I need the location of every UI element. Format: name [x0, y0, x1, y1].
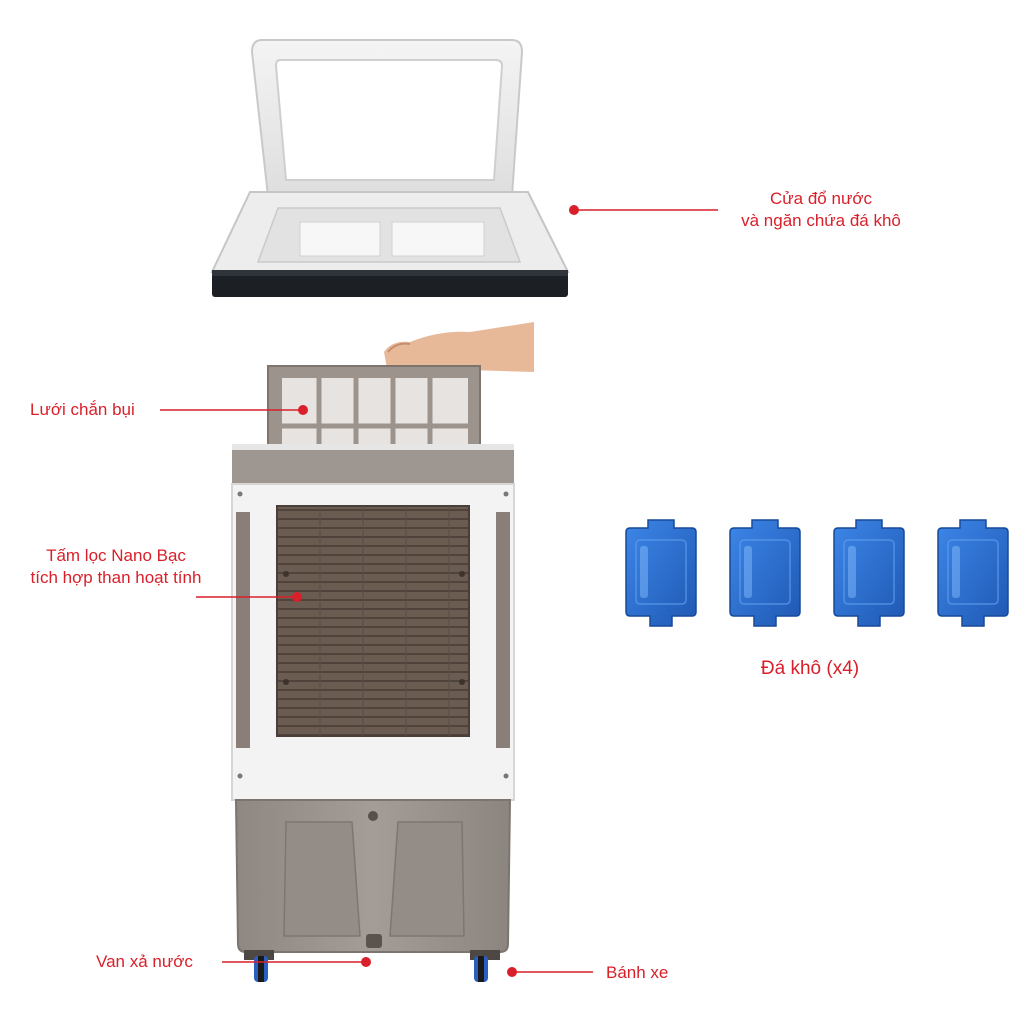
water-inlet-lid: [210, 39, 570, 297]
callout-dust-net-pointer: [160, 405, 308, 415]
callout-drain-valve-label: Van xả nước: [96, 951, 193, 973]
callout-nano-filter-line-1: Tấm lọc Nano Bạc: [46, 546, 186, 565]
callout-lid-pointer: [569, 205, 718, 215]
water-tank: [234, 799, 512, 953]
wheels: [244, 950, 500, 982]
drain-valve: [366, 934, 382, 948]
callout-lid-line-1: Cửa đổ nước: [770, 189, 872, 208]
callout-dust-net-label: Lưới chắn bụi: [30, 399, 135, 421]
callout-lid-line-2: và ngăn chứa đá khô: [741, 211, 901, 230]
callout-drain-valve-pointer: [222, 957, 371, 967]
ice-pack-3: [833, 519, 905, 627]
ice-pack-4: [937, 519, 1009, 627]
callout-wheels-line-1: Bánh xe: [606, 963, 669, 982]
callout-nano-filter-line-2: tích hợp than hoạt tính: [30, 568, 202, 587]
nano-silver-filter: [276, 505, 470, 737]
ice-pack-group: [625, 519, 1009, 627]
callout-drain-valve-line-1: Van xả nước: [96, 952, 193, 971]
ice-pack-1: [625, 519, 697, 627]
ice-pack-2: [729, 519, 801, 627]
callout-wheels-label: Bánh xe: [606, 962, 668, 984]
callout-nano-filter-pointer: [196, 592, 302, 602]
callout-dust-net-line-1: Lưới chắn bụi: [30, 400, 135, 419]
callout-wheels-pointer: [507, 967, 593, 977]
ice-pack-caption: Đá khô (x4): [760, 658, 860, 679]
callout-lid-label: Cửa đổ nước và ngăn chứa đá khô: [716, 188, 926, 232]
callout-nano-filter-label: Tấm lọc Nano Bạc tích hợp than hoạt tính: [6, 545, 226, 589]
